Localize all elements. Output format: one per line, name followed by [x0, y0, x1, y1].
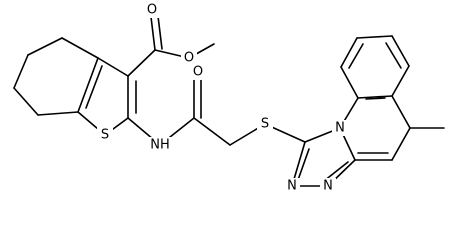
bond [391, 65, 410, 97]
atom-n-amide-label: NH [150, 138, 170, 153]
bond [127, 49, 156, 77]
bond [77, 57, 99, 113]
bond [356, 35, 393, 39]
bond [85, 65, 103, 109]
atom-labels: O O O S NH S N N [97, 2, 348, 194]
atom-n-triazole-a: N [284, 178, 300, 194]
bond [27, 37, 63, 56]
atom-n-triazole-b-label: N [323, 179, 333, 194]
bond [61, 37, 99, 59]
bonds [13, 15, 445, 187]
bond [97, 57, 129, 77]
atom-n-amide: NH [148, 137, 172, 153]
atom-s-thiophene-label: S [101, 128, 109, 143]
bond [385, 42, 402, 69]
atom-n-bridge-label: N [335, 121, 345, 136]
bond [340, 37, 358, 68]
atom-o-amide: O [190, 64, 206, 80]
atom-o-ester-ether: O [181, 50, 197, 66]
atom-o-ester-carbonyl-label: O [147, 3, 157, 18]
bond [157, 15, 163, 50]
atom-o-amide-label: O [193, 65, 203, 80]
bond [365, 97, 386, 100]
atom-s-thioether: S [257, 116, 273, 132]
bond [348, 43, 364, 69]
bond [391, 95, 411, 129]
bond [297, 148, 310, 181]
bond [13, 54, 29, 89]
atom-n-bridge: N [332, 120, 348, 136]
atom-n-triazole-a-label: N [287, 179, 297, 194]
bond [37, 111, 79, 116]
bond [391, 127, 411, 161]
bond [13, 87, 39, 116]
bond [391, 35, 410, 67]
bond [323, 161, 349, 182]
atom-s-thiophene: S [97, 127, 113, 143]
molecule-diagram: O O O S NH S N N [13, 2, 445, 194]
bond [193, 117, 231, 146]
bond [340, 66, 359, 99]
bond [150, 16, 156, 51]
atom-o-ester-carbonyl: O [144, 2, 160, 18]
atom-s-thioether-label: S [261, 117, 269, 132]
atom-n-triazole-b: N [320, 178, 336, 194]
atom-o-ester-ether-label: O [184, 51, 194, 66]
bond [357, 95, 393, 99]
